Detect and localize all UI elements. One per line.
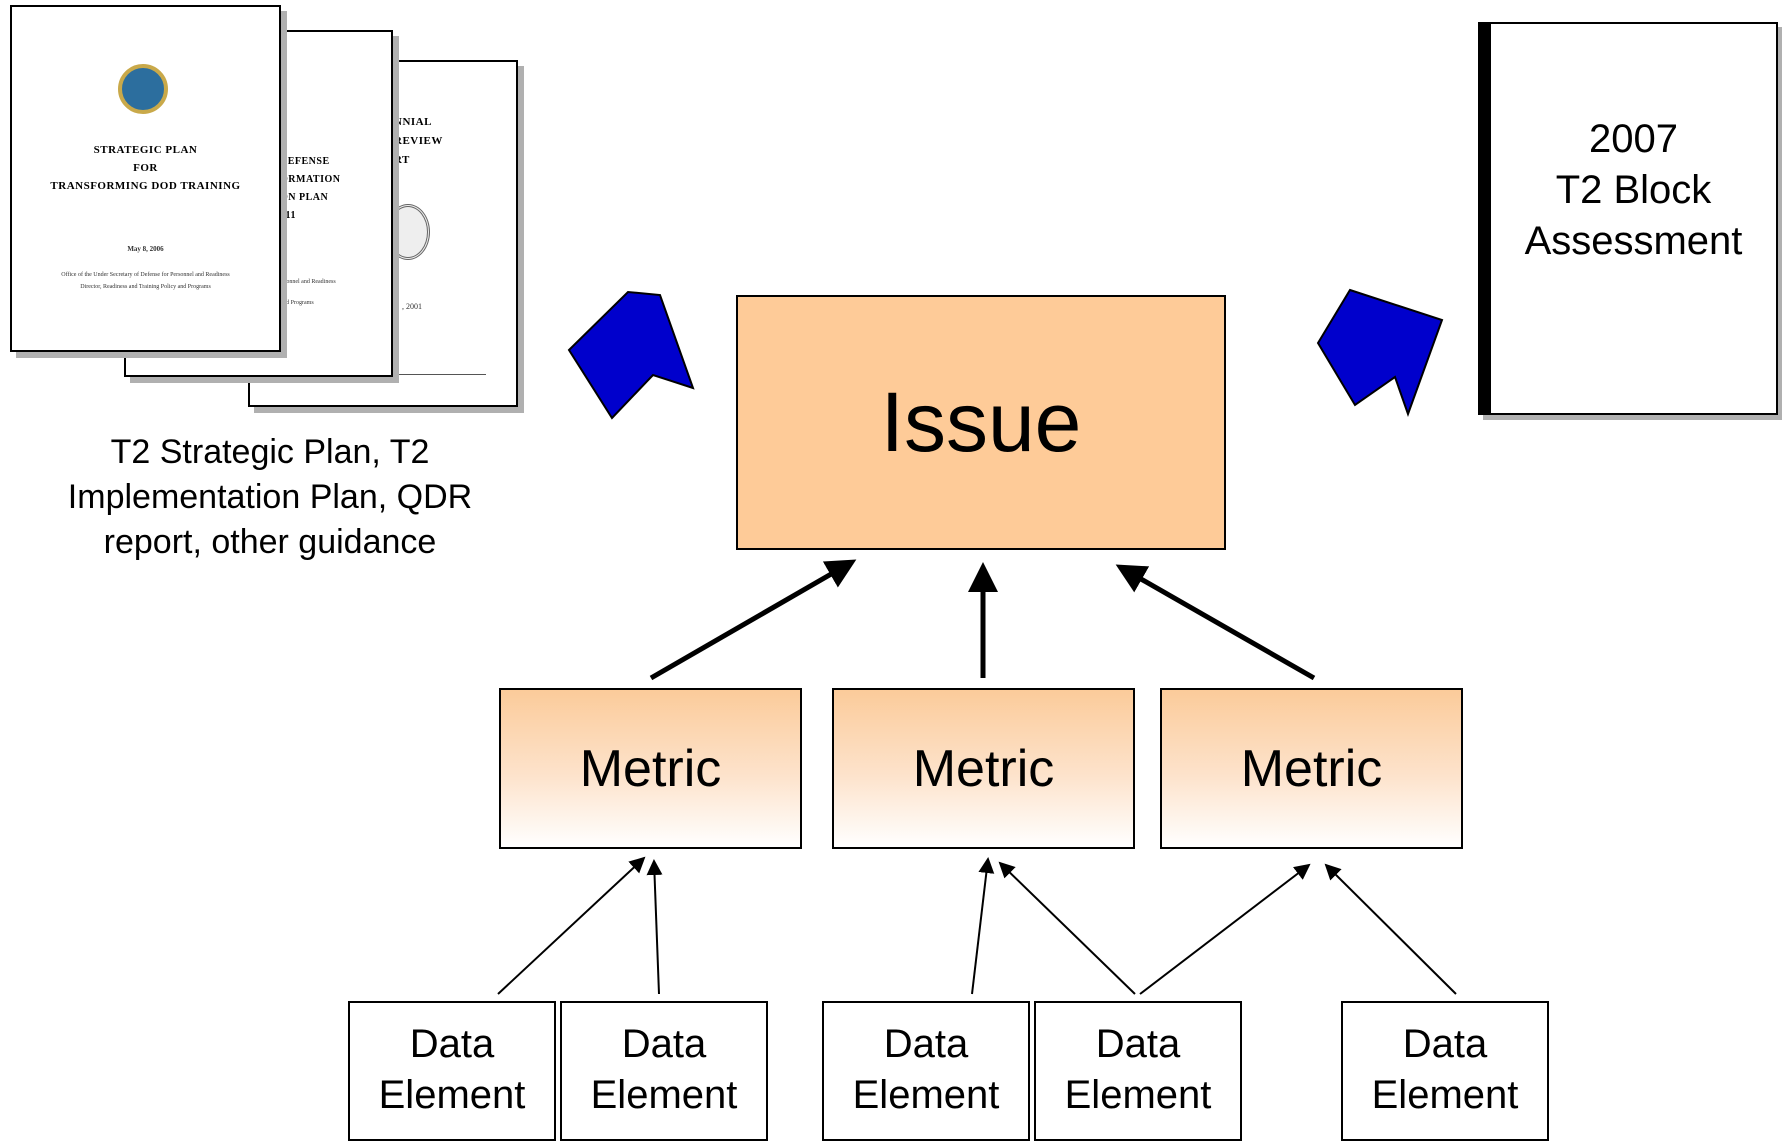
data-element-line: Data xyxy=(883,1022,969,1066)
doc-line: ON PLAN xyxy=(280,192,329,203)
blue-arrow-icon xyxy=(1316,288,1444,417)
data-element-line: Element xyxy=(378,1073,526,1117)
data-element-line: Element xyxy=(852,1073,1000,1117)
data-element-line: Data xyxy=(621,1022,707,1066)
data-element-box: Data Element xyxy=(822,1001,1030,1141)
metric-label: Metric xyxy=(579,739,722,798)
assessment-line: Assessment xyxy=(1524,219,1743,263)
metric-box: Metric xyxy=(832,688,1135,849)
metric-to-issue-arrow xyxy=(649,559,857,681)
data-to-metric-arrow xyxy=(1139,863,1311,995)
data-element-line: Data xyxy=(1402,1022,1488,1066)
data-element-box: Data Element xyxy=(348,1001,556,1141)
data-element-box: Data Element xyxy=(1341,1001,1549,1141)
data-to-metric-arrow xyxy=(497,856,646,995)
dod-seal-icon xyxy=(118,64,168,114)
guidance-caption: T2 Strategic Plan, T2 Implementation Pla… xyxy=(30,430,510,565)
doc-date: , 2001 xyxy=(402,302,422,311)
caption-line: report, other guidance xyxy=(103,523,437,561)
doc-line: 011 xyxy=(280,210,296,221)
assessment-line: 2007 xyxy=(1589,117,1678,161)
data-element-box: Data Element xyxy=(1034,1001,1242,1141)
data-element-line: Data xyxy=(409,1022,495,1066)
doc-footer: Director, Readiness and Training Policy … xyxy=(80,284,211,290)
doc-line: TRANSFORMING DOD TRAINING xyxy=(50,180,241,192)
caption-line: Implementation Plan, QDR xyxy=(67,478,473,516)
data-to-metric-arrow xyxy=(998,861,1136,995)
doc-line: ORMATION xyxy=(280,174,341,185)
metric-label: Metric xyxy=(1240,739,1383,798)
doc-line: REVIEW xyxy=(394,135,443,147)
assessment-line: T2 Block xyxy=(1555,168,1712,212)
data-to-metric-arrow xyxy=(1324,863,1457,995)
doc-footer: y and Programs xyxy=(276,300,314,306)
doc-line: RT xyxy=(394,154,410,166)
doc-line: FOR xyxy=(133,162,158,174)
doc-date: May 8, 2006 xyxy=(127,245,164,253)
assessment-document: 2007 T2 Block Assessment xyxy=(1478,22,1778,415)
metric-box: Metric xyxy=(499,688,802,849)
strategic-plan-document: STRATEGIC PLAN FOR TRANSFORMING DOD TRAI… xyxy=(10,5,281,352)
data-element-line: Element xyxy=(1371,1073,1519,1117)
metric-box: Metric xyxy=(1160,688,1463,849)
blue-arrow-icon xyxy=(567,290,695,420)
doc-footer: Office of the Under Secretary of Defense… xyxy=(61,272,230,278)
data-element-line: Element xyxy=(590,1073,738,1117)
doc-line: DEFENSE xyxy=(280,156,330,167)
data-element-line: Data xyxy=(1095,1022,1181,1066)
metric-to-issue-arrow xyxy=(1115,564,1316,681)
caption-line: T2 Strategic Plan, T2 xyxy=(110,433,430,471)
data-element-box: Data Element xyxy=(560,1001,768,1141)
doc-line: STRATEGIC PLAN xyxy=(93,144,198,156)
doc-line: NNIAL xyxy=(394,116,432,128)
data-to-metric-arrow xyxy=(971,857,995,995)
issue-label: Issue xyxy=(880,375,1082,469)
doc-footer: Personnel and Readiness xyxy=(276,279,336,285)
data-element-line: Element xyxy=(1064,1073,1212,1117)
metric-label: Metric xyxy=(912,739,1055,798)
issue-box: Issue xyxy=(736,295,1226,550)
data-to-metric-arrow xyxy=(646,859,663,995)
